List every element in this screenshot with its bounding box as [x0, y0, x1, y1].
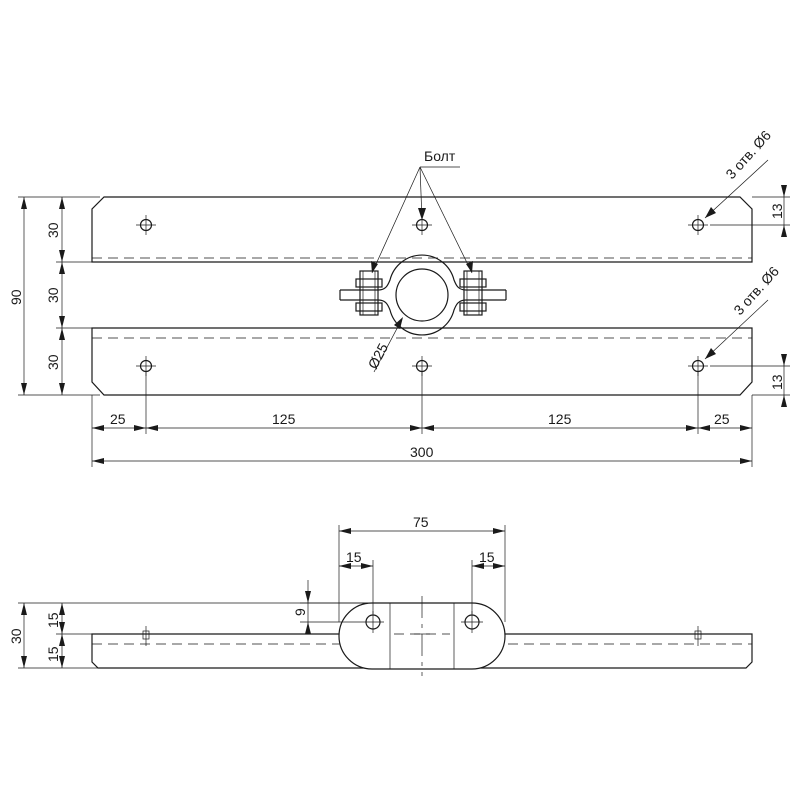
dim-edge-top: 13 — [769, 203, 785, 219]
dim-right-span: 125 — [548, 411, 572, 427]
side-top-dimensions: 75 15 15 — [338, 514, 506, 622]
dim-side-total-height: 30 — [8, 628, 24, 644]
plan-view: Болт Ø25 3 отв. Ø6 3 отв. Ø6 — [8, 127, 790, 467]
hole-note-top: 3 отв. Ø6 — [722, 127, 774, 182]
dim-gap: 30 — [45, 287, 61, 303]
right-bolt — [459, 270, 487, 316]
left-dimensions: 90 30 30 30 — [8, 196, 100, 396]
pipe-clamp — [339, 254, 507, 336]
bottom-plate — [91, 327, 753, 396]
bolt-leader: Болт — [371, 148, 473, 274]
dim-hole-height: 9 — [292, 608, 308, 616]
dim-total-height: 90 — [8, 289, 24, 305]
pipe-outline — [395, 268, 449, 322]
pipe-diameter-leader: Ø25 — [365, 317, 403, 373]
left-bolt — [355, 270, 383, 316]
side-clamp — [338, 596, 506, 676]
dim-bottom-plate: 30 — [45, 354, 61, 370]
dim-edge-bottom: 13 — [769, 374, 785, 390]
hole-callout-top: 3 отв. Ø6 — [704, 127, 774, 219]
bottom-dimensions: 25 125 125 25 300 — [91, 372, 753, 467]
dim-clamp-width: 75 — [413, 514, 429, 530]
right-edge-dimensions: 13 13 — [710, 185, 790, 407]
dim-side-upper: 15 — [45, 612, 61, 628]
hole-callout-bottom: 3 отв. Ø6 — [704, 263, 782, 360]
pipe-diameter-label: Ø25 — [365, 340, 392, 371]
dim-left-span: 125 — [272, 411, 296, 427]
side-base-plate — [91, 633, 753, 669]
bolt-label: Болт — [424, 148, 456, 164]
side-view: 75 15 15 9 30 — [8, 514, 753, 676]
dim-right-margin: 25 — [714, 411, 730, 427]
side-left-dimensions: 30 15 15 — [8, 602, 372, 669]
dim-side-lower: 15 — [45, 646, 61, 662]
dim-left-offset: 15 — [346, 549, 362, 565]
top-plate-holes — [136, 215, 708, 235]
dim-total-length: 300 — [410, 444, 434, 460]
dim-left-margin: 25 — [110, 411, 126, 427]
hole-note-bottom: 3 отв. Ø6 — [730, 263, 782, 318]
dim-right-offset: 15 — [479, 549, 495, 565]
dim-top-plate: 30 — [45, 222, 61, 238]
top-plate — [91, 196, 753, 263]
bottom-plate-holes — [136, 356, 708, 376]
